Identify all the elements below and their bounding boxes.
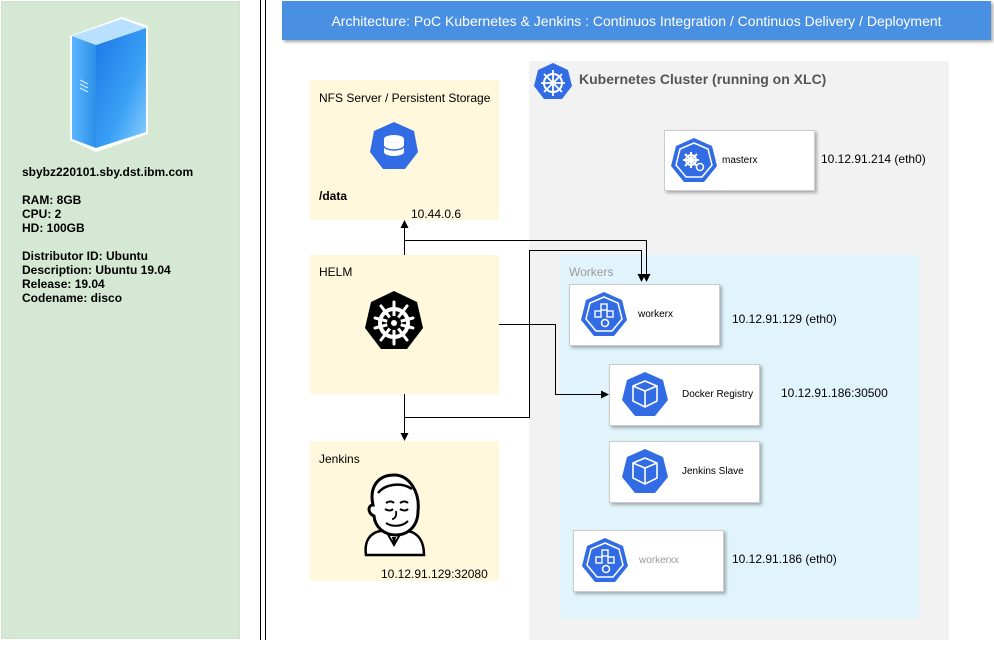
jenkins-icon xyxy=(364,473,426,557)
server-distributor: Distributor ID: Ubuntu xyxy=(22,249,148,263)
docker-registry-label: Docker Registry xyxy=(682,389,754,400)
nfs-label: NFS Server / Persistent Storage xyxy=(319,91,491,105)
database-icon xyxy=(370,122,418,169)
node-icon xyxy=(582,538,628,582)
workerx-label: workerx xyxy=(638,309,674,320)
pod-cube-icon xyxy=(622,372,668,416)
divider-line xyxy=(265,0,266,640)
nfs-path: /data xyxy=(319,189,348,203)
node-icon xyxy=(671,138,717,182)
docker-registry-ip: 10.12.91.186:30500 xyxy=(781,386,888,400)
diagram-title: Architecture: PoC Kubernetes & Jenkins :… xyxy=(282,1,991,40)
jenkins-label: Jenkins xyxy=(319,452,360,466)
helm-wheel-icon xyxy=(365,291,423,349)
helm-to-workerx-connector xyxy=(404,240,651,282)
node-icon xyxy=(581,292,627,336)
server-cpu: CPU: 2 xyxy=(22,207,62,221)
cluster-title: Kubernetes Cluster (running on XLC) xyxy=(579,71,827,87)
server-release: Release: 19.04 xyxy=(22,277,105,291)
server-description: Description: Ubuntu 19.04 xyxy=(22,263,171,277)
server-codename: Codename: disco xyxy=(22,291,123,305)
kubernetes-icon xyxy=(534,63,572,99)
workers-label: Workers xyxy=(569,265,614,279)
helm-label: HELM xyxy=(319,265,353,279)
jenkins-to-workerx-connector xyxy=(404,250,646,418)
pod-cube-icon xyxy=(622,449,668,493)
master-ip: 10.12.91.214 (eth0) xyxy=(821,152,926,166)
jenkins-slave-label: Jenkins Slave xyxy=(682,466,744,477)
master-label: masterx xyxy=(722,155,758,166)
workerxx-label: workerxx xyxy=(639,555,680,566)
server-hostname: sbybz220101.sby.dst.ibm.com xyxy=(22,165,194,179)
server-tower-icon xyxy=(70,17,148,152)
workerx-ip: 10.12.91.129 (eth0) xyxy=(732,312,837,326)
divider-line xyxy=(260,0,261,640)
workerxx-ip: 10.12.91.186 (eth0) xyxy=(732,552,837,566)
jenkins-ip: 10.12.91.129:32080 xyxy=(381,567,488,581)
nfs-ip: 10.44.0.6 xyxy=(411,207,462,221)
helm-to-registry-connector xyxy=(499,324,609,399)
server-hd: HD: 100GB xyxy=(22,221,85,235)
server-ram: RAM: 8GB xyxy=(22,193,82,207)
server-info: sbybz220101.sby.dst.ibm.com RAM: 8GB CPU… xyxy=(22,165,193,305)
